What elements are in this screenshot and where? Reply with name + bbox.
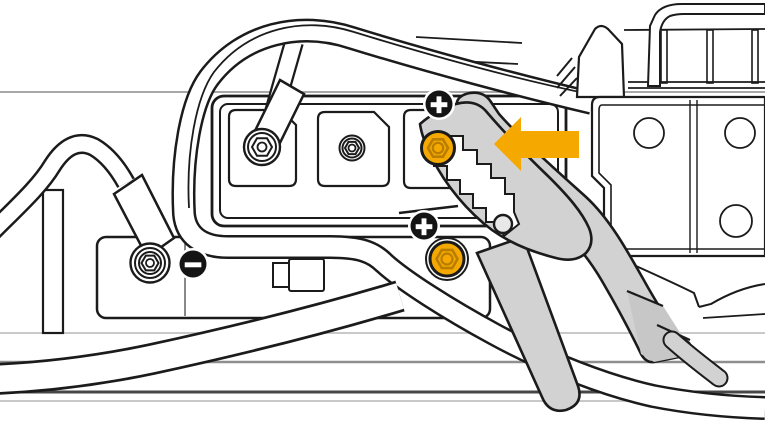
connector-block bbox=[288, 258, 325, 292]
plus-icon: + bbox=[414, 214, 433, 240]
clamp-cable bbox=[664, 332, 727, 386]
negative-terminal-nut bbox=[129, 242, 171, 284]
positive-badge-front: + bbox=[408, 210, 440, 242]
connector-small bbox=[272, 262, 290, 288]
plate-hole-1 bbox=[633, 117, 665, 149]
tray-line bbox=[623, 28, 765, 31]
frame-tube bbox=[646, 3, 765, 87]
mullion-1 bbox=[660, 29, 668, 84]
direction-arrow-left bbox=[494, 117, 579, 171]
right-structure bbox=[556, 3, 765, 319]
positive-lug-ring bbox=[425, 237, 469, 281]
minus-icon: − bbox=[183, 252, 202, 278]
terminal-1-nut bbox=[242, 127, 282, 167]
negative-cable-lug bbox=[112, 173, 176, 259]
battery-inner bbox=[219, 103, 559, 219]
positive-terminal-front-assembly: + bbox=[0, 204, 469, 395]
positive-badge-top: + bbox=[423, 88, 455, 120]
frame-line-1 bbox=[415, 36, 523, 44]
hatch-marks bbox=[556, 57, 578, 97]
bracket-upright bbox=[575, 24, 626, 99]
plate-clip bbox=[635, 265, 765, 319]
sleeve-line-1 bbox=[626, 289, 664, 308]
positive-terminal-front-nut bbox=[428, 240, 466, 278]
plus-icon: + bbox=[429, 92, 448, 118]
stud-nut-middle bbox=[338, 134, 366, 162]
positive-cable bbox=[0, 283, 404, 393]
clamp-handle-left bbox=[475, 235, 581, 412]
main-cable bbox=[174, 21, 765, 418]
cable-pair-line bbox=[187, 24, 595, 209]
positive-terminal-top-nut bbox=[420, 130, 456, 166]
plate-hole-2 bbox=[724, 117, 756, 149]
support-post bbox=[41, 188, 65, 335]
negative-cable-assembly bbox=[0, 133, 176, 284]
negative-badge: − bbox=[177, 248, 209, 280]
mullion-2 bbox=[706, 29, 714, 84]
mullion-3 bbox=[751, 29, 759, 84]
mounting-plate-inner bbox=[598, 104, 765, 250]
positive-lug-plate bbox=[398, 204, 459, 215]
negative-cable bbox=[0, 136, 133, 235]
plate-hole-3 bbox=[719, 204, 753, 238]
harness-cables bbox=[171, 18, 765, 420]
clamp-pivot-bolt bbox=[492, 213, 514, 235]
